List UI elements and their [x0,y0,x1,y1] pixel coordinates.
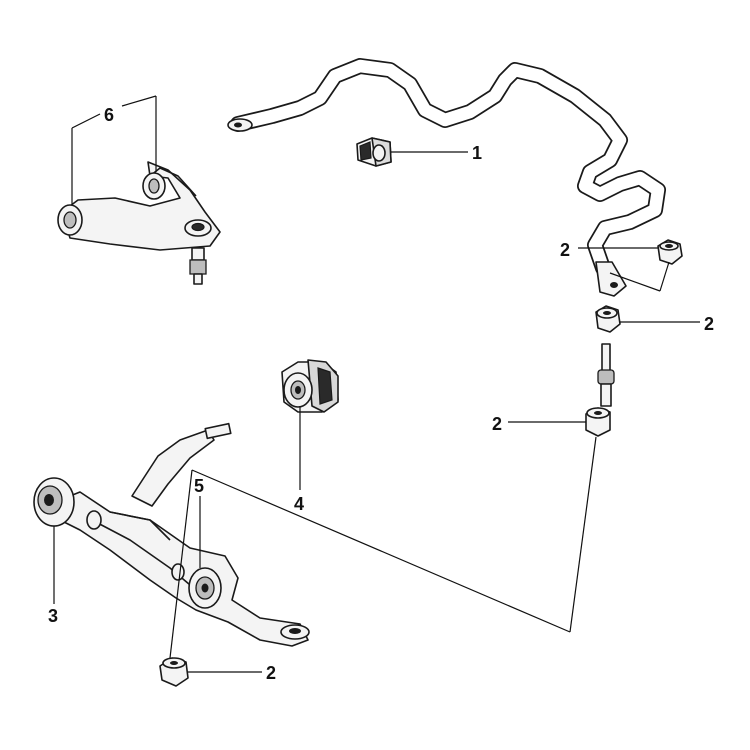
link-nut-upper [657,239,683,265]
callout-6: 6 [104,105,114,125]
callout-labels: 1 2 2 2 2 3 4 5 6 [48,105,714,683]
leader-lines [53,95,700,673]
callout-3: 3 [48,606,58,626]
link-nut-middle [595,305,621,333]
bottom-nut [159,657,189,687]
bar-bushing [356,137,392,167]
callout-5: 5 [194,476,204,496]
callout-2-middle: 2 [704,314,714,334]
callout-1: 1 [472,143,482,163]
link-bushing-lower [585,407,611,437]
upper-control-arm [57,161,221,285]
compliance-bushing [281,359,339,413]
callout-2-lower: 2 [492,414,502,434]
lower-control-arm [33,422,310,647]
link-bolt [597,343,615,407]
stabilizer-bar [227,58,666,297]
callout-4: 4 [294,494,304,514]
callout-2-bottom: 2 [266,663,276,683]
callout-2-upper: 2 [560,240,570,260]
